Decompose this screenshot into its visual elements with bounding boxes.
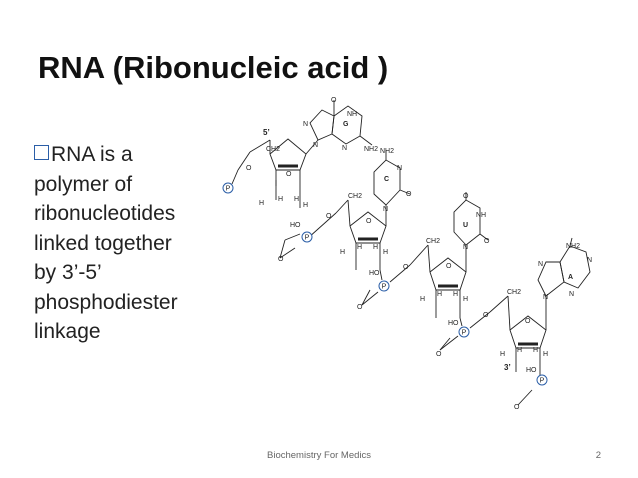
ribose-ring-1 [269, 138, 307, 171]
ribose-ring-3 [429, 257, 467, 291]
slide-title: RNA (Ribonucleic acid ) [38, 50, 389, 85]
body-line-7: linkage [34, 320, 101, 343]
phosphate-circle-icon [222, 182, 234, 194]
checkbox-bullet-icon [34, 145, 49, 160]
base-a-six-ring [559, 245, 591, 289]
hydroxyl-label: HO [526, 367, 537, 374]
base-g-n-label: N [313, 142, 318, 149]
oxygen-label: O [278, 256, 284, 263]
hydroxyl-label: HO [369, 270, 380, 277]
base-c-n-label: N [397, 165, 402, 172]
base-g-n-label: N [303, 121, 308, 128]
hydrogen-label: H [373, 244, 378, 251]
footer-text: Biochemistry For Medics [267, 450, 371, 461]
bullet-paragraph: RNA is a polymer of ribonucleotides link… [34, 140, 234, 347]
ring-oxygen-label: O [525, 318, 531, 325]
base-a-amine-label: NH2 [566, 243, 580, 250]
base-c-n-label: N [383, 206, 388, 213]
phosphate-label: P [226, 186, 231, 193]
oxygen-label: O [357, 304, 363, 311]
hydrogen-label: H [453, 291, 458, 298]
oxygen-label: O [246, 165, 252, 172]
ring-oxygen-label: O [286, 171, 292, 178]
phosphate-circle-icon [301, 231, 313, 243]
ch2-label: CH2 [348, 193, 362, 200]
ch2-label: CH2 [426, 238, 440, 245]
hydroxyl-label: HO [290, 222, 301, 229]
body-line-5: by 3’-5’ [34, 261, 102, 284]
base-g-label: G [343, 121, 349, 128]
body-line-6: phosphodiester [34, 290, 178, 314]
base-a-label: A [568, 274, 573, 281]
hydrogen-label: H [517, 347, 522, 354]
body-line-4: linked together [34, 231, 172, 255]
base-g-five-ring [309, 109, 335, 141]
phosphate-label: P [462, 330, 467, 337]
hydrogen-label: H [383, 249, 388, 256]
hydrogen-label: H [500, 351, 505, 358]
ring-oxygen-label: O [366, 218, 372, 225]
rna-structure-diagram: P P P P P 5’ 3’ CH2 CH2 CH2 CH2 O O O O … [222, 97, 592, 411]
hydrogen-label: H [303, 202, 308, 209]
hydrogen-label: H [357, 244, 362, 251]
base-a-n-label: N [543, 294, 548, 301]
phosphate-circle-icon [458, 326, 470, 338]
phosphate-circle-icon [378, 280, 390, 292]
hydroxyl-label: HO [448, 320, 459, 327]
base-u-n-label: N [463, 244, 468, 251]
ribose-ring-4 [509, 315, 547, 349]
phosphate-circle-icon [536, 374, 548, 386]
oxygen-label: O [403, 264, 409, 271]
base-u-oxygen-label: O [463, 193, 469, 200]
hydrogen-label: H [463, 296, 468, 303]
phosphate-label: P [382, 284, 387, 291]
ch2-label: CH2 [507, 289, 521, 296]
base-a-five-ring [537, 261, 565, 297]
body-line-1: RNA is a [51, 143, 133, 166]
base-a-n-label: N [569, 291, 574, 298]
hydrogen-label: H [437, 291, 442, 298]
ch2-label: CH2 [266, 146, 280, 153]
five-prime-end-label: 5’ [263, 128, 270, 137]
hydrogen-label: H [420, 296, 425, 303]
page-number: 2 [595, 450, 601, 461]
ring-oxygen-label: O [446, 263, 452, 270]
base-c-oxygen-label: O [406, 191, 412, 198]
hydrogen-label: H [259, 200, 264, 207]
base-u-oxygen-label: O [484, 238, 490, 245]
hydrogen-label: H [543, 351, 548, 358]
body-line-3: ribonucleotides [34, 202, 176, 225]
base-a-n-label: N [587, 257, 592, 264]
phosphate-label: P [305, 235, 310, 242]
oxygen-label: O [483, 312, 489, 319]
base-g-oxygen-label: O [331, 97, 337, 104]
hydrogen-label: H [340, 249, 345, 256]
phosphate-label: P [540, 378, 545, 385]
three-prime-end-label: 3’ [504, 363, 511, 372]
base-c-label: C [384, 176, 389, 183]
hydrogen-label: H [278, 196, 283, 203]
base-c-amine-label: NH2 [380, 148, 394, 155]
hydrogen-label: H [294, 196, 299, 203]
oxygen-label: O [436, 351, 442, 358]
base-g-n-label: N [342, 145, 347, 152]
ribose-ring-2 [349, 211, 387, 244]
oxygen-label: O [514, 404, 520, 411]
body-line-2: polymer of [34, 172, 133, 196]
base-u-nh-label: NH [476, 212, 486, 219]
base-u-label: U [463, 222, 468, 229]
hydrogen-label: H [533, 347, 538, 354]
base-g-amine-label: NH2 [364, 146, 378, 153]
oxygen-label: O [326, 213, 332, 220]
base-g-nh-label: NH [347, 111, 357, 118]
base-a-n-label: N [538, 261, 543, 268]
